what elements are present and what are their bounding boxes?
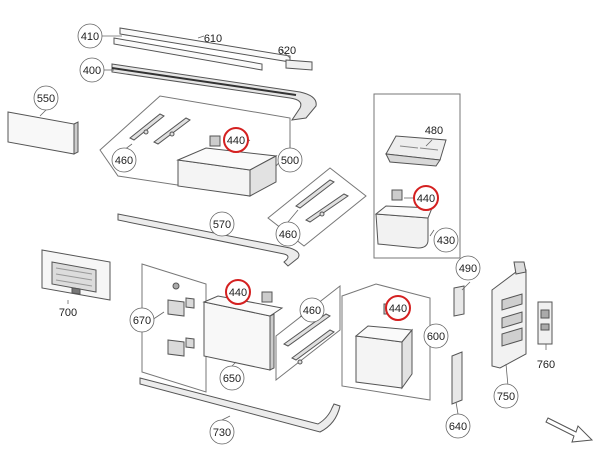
callout-460-upper-left: 460: [111, 147, 137, 173]
callout-410-label: 410: [81, 31, 99, 43]
callout-750-label: 750: [497, 391, 515, 403]
part-650-door-panel: [202, 295, 284, 371]
callout-440-upper-left-label: 440: [227, 135, 245, 147]
callout-440-lower-left-label: 440: [229, 287, 247, 299]
callout-570: 570: [209, 211, 235, 237]
part-730-bottom-strip: [139, 377, 341, 433]
callout-440-upper-right-label: 440: [417, 193, 435, 205]
part-440-drawer-upper-right: [374, 189, 433, 249]
part-440-drawer-upper-left: [176, 135, 278, 197]
callout-430: 430: [433, 227, 459, 253]
part-480-tray: [385, 135, 447, 167]
callout-610: 610: [204, 33, 222, 45]
part-400-main-trim: [111, 63, 317, 121]
part-440-clip-lower-left: [261, 291, 273, 303]
callout-620-label: 620: [278, 45, 296, 57]
callout-480-label: 480: [425, 125, 443, 137]
callout-550-label: 550: [37, 93, 55, 105]
callout-460-lower: 460: [299, 297, 325, 323]
part-490-side-piece: [453, 285, 465, 317]
callout-620: 620: [278, 45, 296, 57]
callout-440-upper-left: 440: [223, 127, 249, 153]
callout-440-lower-left: 440: [225, 279, 251, 305]
callout-550: 550: [33, 85, 59, 111]
callout-730-label: 730: [213, 427, 231, 439]
callout-610-label: 610: [204, 33, 222, 45]
callout-440-lower-right-label: 440: [389, 303, 407, 315]
callout-400: 400: [79, 57, 105, 83]
callout-700: 700: [59, 307, 77, 319]
part-460-rail-middle: [295, 179, 349, 223]
callout-750: 750: [493, 383, 519, 409]
callout-460-middle: 460: [275, 221, 301, 247]
callout-650: 650: [219, 365, 245, 391]
callout-600: 600: [423, 323, 449, 349]
part-460-rail-upper-left: [129, 113, 191, 145]
callout-570-label: 570: [213, 219, 231, 231]
callout-460-middle-label: 460: [279, 229, 297, 241]
part-620-end-cap: [285, 59, 313, 71]
part-600-cabinet: [354, 303, 413, 390]
callout-480: 480: [425, 125, 443, 137]
hardware-panel-670: [141, 263, 207, 393]
callout-640-label: 640: [449, 421, 467, 433]
part-570-long-strip: [117, 213, 300, 267]
callout-490-label: 490: [459, 263, 477, 275]
part-640-side-piece: [451, 351, 463, 405]
callout-700-label: 700: [59, 307, 77, 319]
part-460-rail-lower: [283, 313, 335, 365]
part-760-module: [537, 301, 553, 345]
callout-440-upper-right: 440: [413, 185, 439, 211]
part-750-electronic-unit: [491, 261, 527, 369]
callout-410: 410: [77, 23, 103, 49]
callout-500: 500: [277, 147, 303, 173]
callout-460-lower-label: 460: [303, 305, 321, 317]
callout-640: 640: [445, 413, 471, 439]
part-550-panel: [7, 111, 79, 155]
callout-500-label: 500: [281, 155, 299, 167]
arrow-icon: [545, 417, 594, 443]
callout-670-label: 670: [133, 315, 151, 327]
callout-490: 490: [455, 255, 481, 281]
callout-440-lower-right: 440: [385, 295, 411, 321]
callout-400-label: 400: [83, 65, 101, 77]
part-670-hinge-hardware: [167, 282, 195, 357]
callout-730: 730: [209, 419, 235, 445]
callout-760-label: 760: [537, 359, 555, 371]
callout-430-label: 430: [437, 235, 455, 247]
part-610-trim-strip: [113, 27, 291, 71]
callout-670: 670: [129, 307, 155, 333]
callout-600-label: 600: [427, 331, 445, 343]
callout-650-label: 650: [223, 373, 241, 385]
callout-460-upper-left-label: 460: [115, 155, 133, 167]
callout-760: 760: [537, 359, 555, 371]
part-700-control-panel: [41, 249, 111, 301]
